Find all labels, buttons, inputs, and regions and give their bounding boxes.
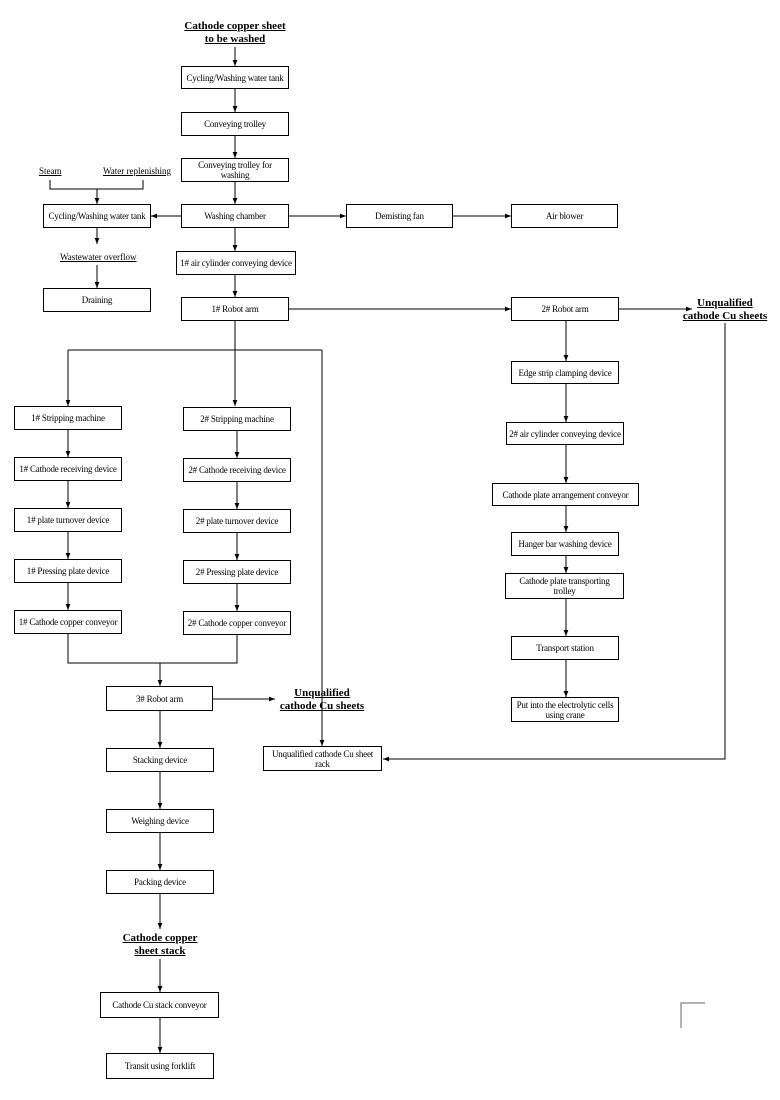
box-air-blower: Air blower <box>511 204 618 228</box>
box-cylinder-1: 1# air cylinder conveying device <box>176 251 296 275</box>
box-conveying-trolley: Conveying trolley <box>181 112 289 136</box>
merge-conveyors <box>67 634 238 664</box>
box-robot-2: 2# Robot arm <box>511 297 619 321</box>
box-cylinder-2: 2# air cylinder conveying device <box>506 422 624 445</box>
box-packing: Packing device <box>106 870 214 894</box>
box-trolley-for-washing: Conveying trolley for washing <box>181 158 289 182</box>
box-receiving-2: 2# Cathode receiving device <box>183 458 291 482</box>
box-transport-station: Transport station <box>511 636 619 660</box>
box-robot-3: 3# Robot arm <box>106 686 213 711</box>
steam-label: Steam <box>39 166 62 176</box>
box-receiving-1: 1# Cathode receiving device <box>14 457 122 481</box>
box-strip-1: 1# Stripping machine <box>14 406 122 430</box>
box-washing-chamber: Washing chamber <box>181 204 289 228</box>
box-pressing-2: 2# Pressing plate device <box>183 560 291 584</box>
box-stacking: Stacking device <box>106 748 214 772</box>
box-strip-2: 2# Stripping machine <box>183 407 291 431</box>
box-plate-arrangement: Cathode plate arrangement conveyor <box>492 483 639 506</box>
steam-water-bracket <box>49 180 144 190</box>
box-unqualified-rack: Unqualified cathode Cu sheet rack <box>263 746 382 771</box>
box-robot-1: 1# Robot arm <box>181 297 289 321</box>
box-forklift: Transit using forklift <box>106 1053 214 1079</box>
box-edge-strip: Edge strip clamping device <box>511 361 619 384</box>
box-cycling-tank-left: Cycling/Washing water tank <box>43 204 151 228</box>
box-cycling-tank-top: Cycling/Washing water tank <box>181 66 289 89</box>
box-pressing-1: 1# Pressing plate device <box>14 559 122 583</box>
box-conveyor-2: 2# Cathode copper conveyor <box>183 611 291 635</box>
box-conveyor-1: 1# Cathode copper conveyor <box>14 610 122 634</box>
box-demisting-fan: Demisting fan <box>346 204 453 228</box>
wastewater-overflow-label: Wastewater overflow <box>60 252 137 262</box>
water-replenishing-label: Water replenishing <box>103 166 172 176</box>
arrow-unqualified-to-rack <box>383 323 726 762</box>
box-draining: Draining <box>43 288 151 312</box>
box-turnover-2: 2# plate turnover device <box>183 509 291 533</box>
box-electrolytic-cells: Put into the electrolytic cells using cr… <box>511 697 619 722</box>
corner-mark <box>680 1002 705 1028</box>
box-plate-trolley: Cathode plate transporting trolley <box>505 573 624 599</box>
box-stack-conveyor: Cathode Cu stack conveyor <box>100 992 219 1018</box>
box-turnover-1: 1# plate turnover device <box>14 508 122 532</box>
box-weighing: Weighing device <box>106 809 214 833</box>
box-hanger-washing: Hanger bar washing device <box>511 532 619 556</box>
